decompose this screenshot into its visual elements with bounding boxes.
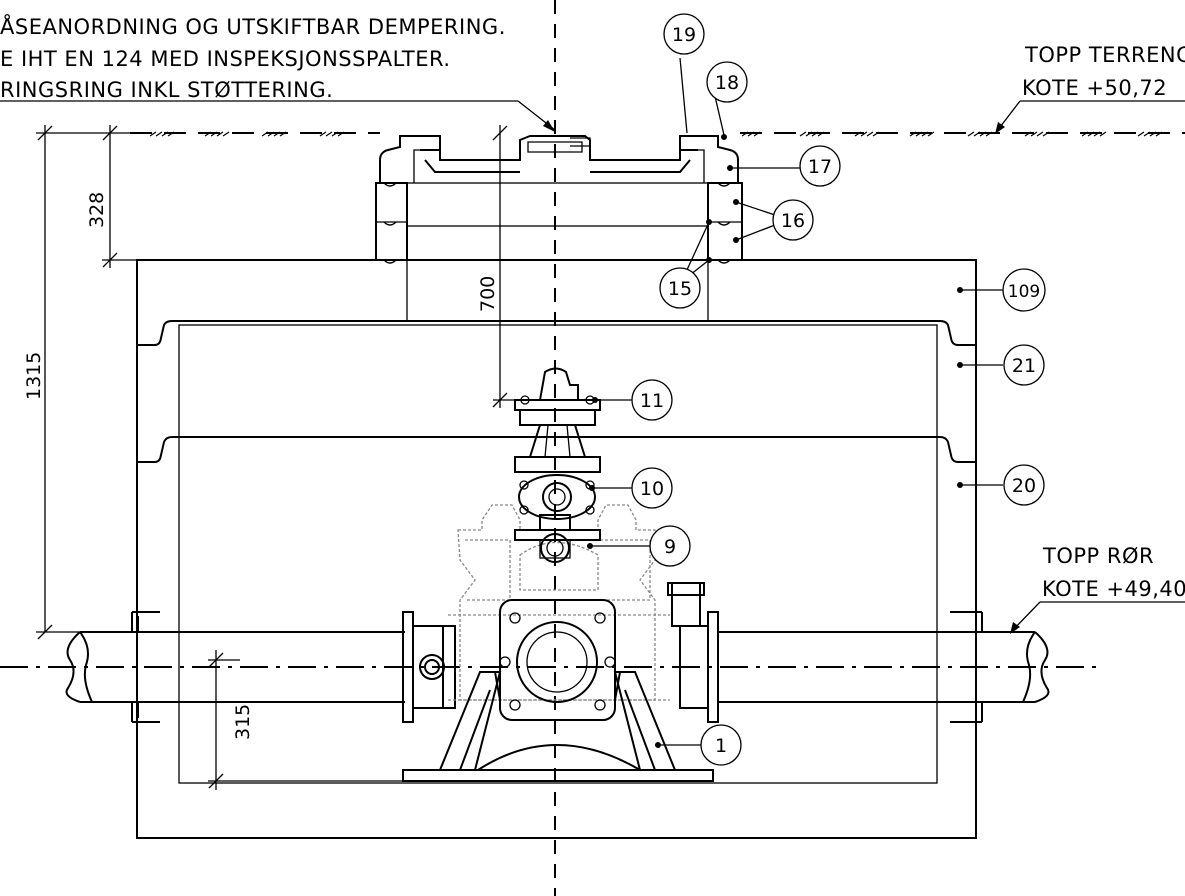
adjustment-rings	[375, 182, 743, 264]
callout-9-label: 9	[664, 536, 676, 558]
note-leader-arrow	[543, 120, 555, 132]
note-line-1: ÅSEANORDNING OG UTSKIFTBAR DEMPERING.	[0, 13, 506, 39]
pipe-flanges	[402, 582, 719, 723]
callout-21-bubble	[1003, 344, 1045, 386]
ground-hatch	[149, 131, 1163, 137]
dim-1315-label: 1315	[23, 352, 45, 400]
callout-18-label: 18	[715, 72, 739, 94]
callout-19-label: 19	[672, 24, 696, 46]
callout-11-bubble	[631, 379, 673, 421]
callout-9-bubble	[649, 525, 691, 567]
spindle-assembly	[514, 367, 601, 563]
support-stand	[402, 671, 714, 782]
callout-17-label: 17	[808, 156, 832, 178]
callout-15-label: 15	[668, 278, 692, 300]
callout-10-bubble	[631, 467, 673, 509]
callout-21-label: 21	[1012, 355, 1036, 377]
chamber-outer-wall	[136, 259, 977, 839]
pipe	[65, 611, 1050, 723]
terrain-level-title: TOPP TERRENG	[1024, 43, 1185, 67]
callout-18-bubble	[706, 61, 748, 103]
gate-valve-ghost	[448, 504, 670, 701]
manhole-cover	[379, 135, 739, 183]
callout-19-bubble	[663, 13, 705, 55]
ring-21-profile	[137, 320, 976, 346]
callout-1-label: 1	[715, 735, 727, 757]
callout-10-label: 10	[640, 478, 664, 500]
terrain-level-kote: KOTE +50,72	[1022, 76, 1167, 100]
pipe-level-title: TOPP RØR	[1042, 544, 1154, 568]
note-line-2: E IHT EN 124 MED INSPEKSJONSSPALTER.	[0, 47, 451, 71]
dim-700-label: 700	[477, 276, 499, 312]
ring-20-profile	[137, 436, 976, 463]
callout-16-label: 16	[781, 210, 805, 232]
callout-20-bubble	[1003, 464, 1045, 506]
terrain-level-arrow	[995, 122, 1005, 134]
pipe-level-kote: KOTE +49,40	[1042, 577, 1185, 601]
callout-109-bubble	[1002, 268, 1046, 312]
callout-1-bubble	[700, 724, 742, 766]
dim-315-label: 315	[232, 704, 254, 740]
callout-15-bubble	[659, 267, 701, 309]
callout-109-label: 109	[1008, 282, 1040, 302]
callout-16-bubble	[772, 199, 814, 241]
valve-body	[499, 599, 616, 721]
callout-17-bubble	[799, 145, 841, 187]
pipe-level-arrow	[1010, 622, 1020, 634]
callout-11-label: 11	[640, 390, 664, 412]
dim-328-label: 328	[86, 192, 108, 228]
chamber-inner-wall	[178, 324, 938, 784]
note-line-3: RINGSRING INKL STØTTERING.	[0, 78, 333, 102]
callout-20-label: 20	[1012, 475, 1036, 497]
